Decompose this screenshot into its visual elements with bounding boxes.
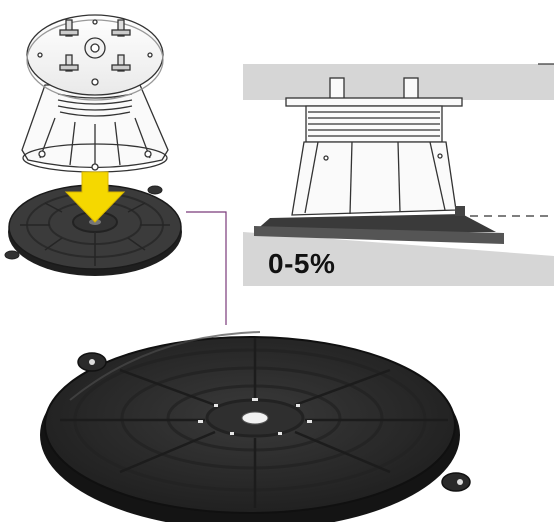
sloped-ground <box>243 232 554 286</box>
deck-slab <box>243 64 554 100</box>
slope-percentage-label: 0-5% <box>268 248 336 279</box>
pedestal-body <box>21 84 169 173</box>
assembly-arrow-icon <box>64 171 126 223</box>
large-base-disk <box>40 331 471 522</box>
pedestal-profile <box>285 77 463 216</box>
base-profile <box>254 206 504 244</box>
small-base-disk <box>4 184 182 276</box>
slope-installation-panel <box>243 63 554 286</box>
connector-line <box>186 211 227 325</box>
pedestal-top-plate <box>26 14 164 101</box>
pedestal-assembly <box>4 14 182 276</box>
